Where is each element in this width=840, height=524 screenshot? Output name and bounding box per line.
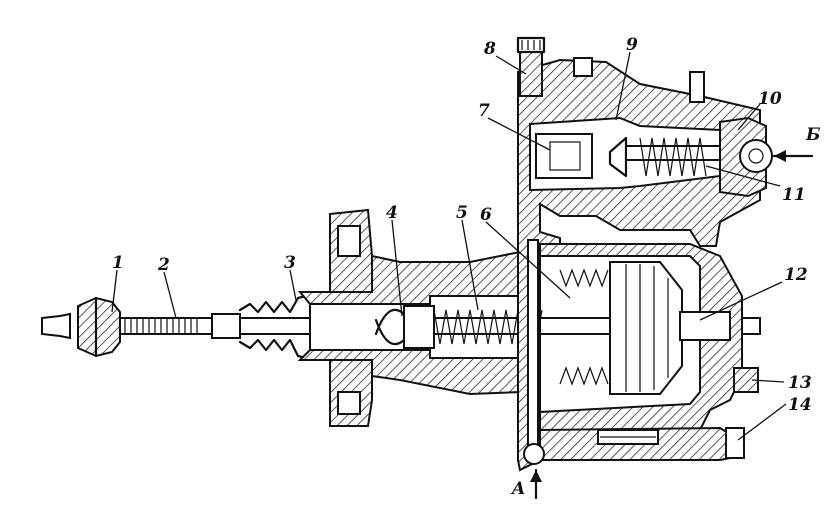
label-10: 10	[758, 89, 782, 109]
label-8: 8	[483, 39, 496, 59]
label-13: 13	[788, 373, 812, 393]
label-11: 11	[782, 185, 806, 205]
pneumatic-chamber	[523, 243, 759, 465]
label-6: 6	[480, 205, 492, 225]
label-1: 1	[112, 253, 124, 273]
port-a-label: A	[510, 479, 525, 499]
leader-lines	[111, 51, 814, 500]
label-5: 5	[456, 203, 468, 223]
port-b-label: Б	[805, 125, 821, 145]
label-2: 2	[157, 255, 170, 275]
label-12: 12	[784, 265, 808, 285]
label-9: 9	[626, 35, 638, 55]
callout-labels: 1 2 3 4 5 6 7 8 9 10 11 12 13 14 A Б	[112, 35, 821, 499]
main-housing	[516, 36, 773, 472]
label-4: 4	[386, 203, 398, 223]
label-14: 14	[788, 395, 812, 415]
label-7: 7	[478, 101, 490, 121]
front-housing	[297, 208, 543, 427]
label-3: 3	[284, 253, 296, 273]
